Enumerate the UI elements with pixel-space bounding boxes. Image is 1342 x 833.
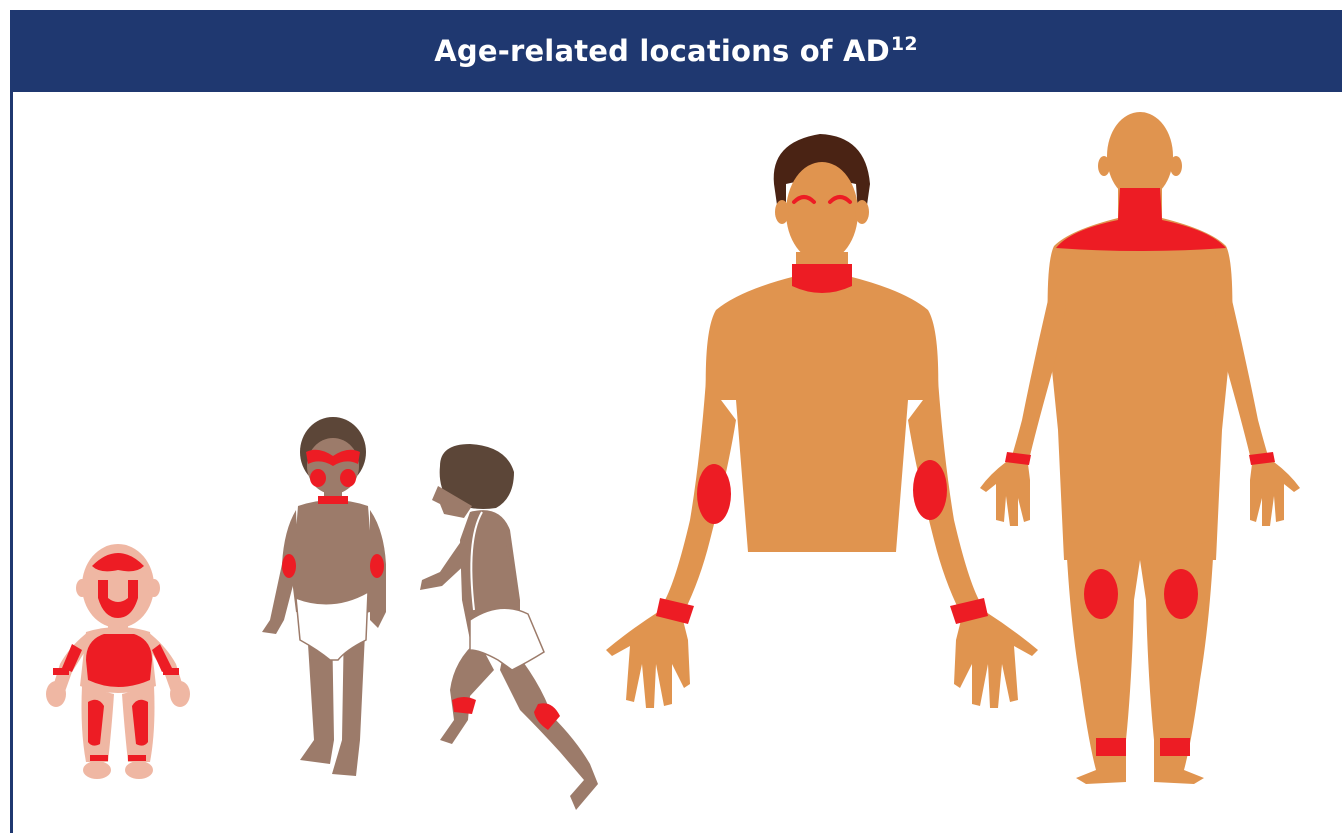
adult-front-figure: [606, 134, 1038, 708]
toddler-running-figure: [420, 444, 598, 810]
toddler-front-figure: [262, 417, 386, 776]
